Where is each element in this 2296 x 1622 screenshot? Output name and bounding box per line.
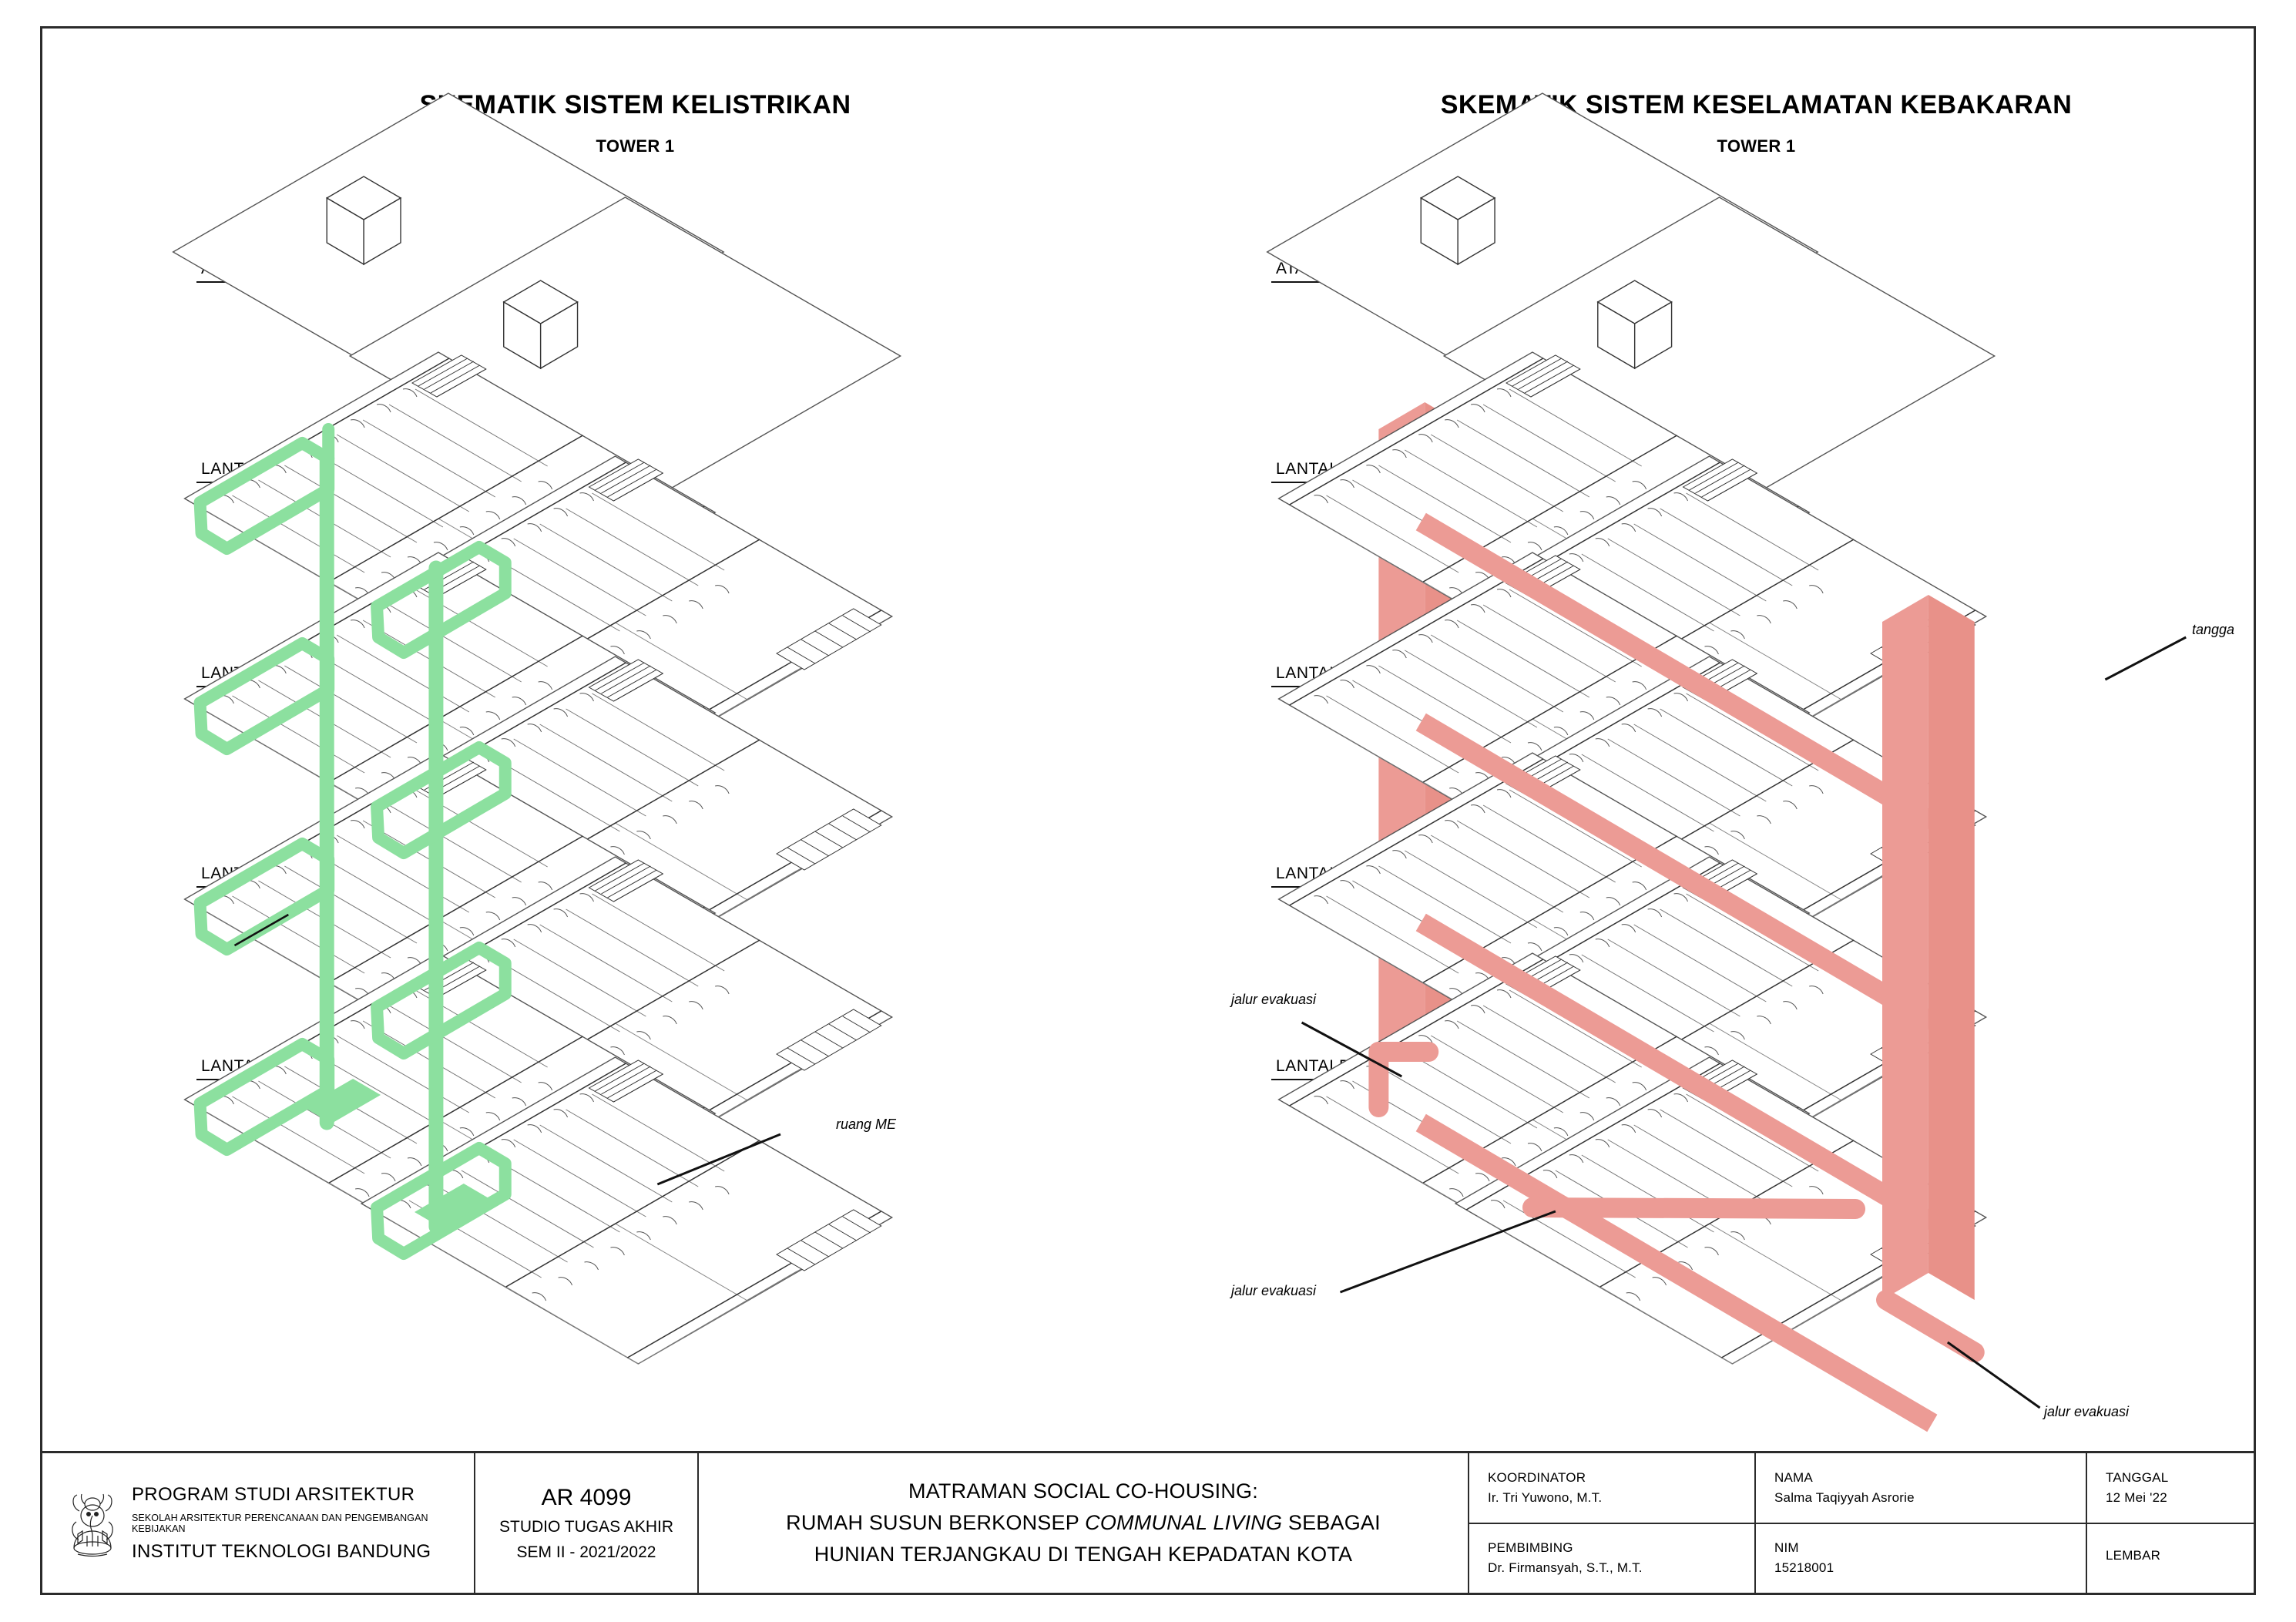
koordinator-cell: KOORDINATOR Ir. Tri Yuwono, M.T. bbox=[1469, 1453, 1754, 1523]
drawing-area: SKEMATIK SISTEM KELISTRIKAN TOWER 1 ATAP… bbox=[42, 29, 2254, 1456]
nama-value: Salma Taqiyyah Asrorie bbox=[1774, 1489, 1915, 1505]
course-semester: SEM II - 2021/2022 bbox=[516, 1543, 656, 1561]
annotation-jalur-evakuasi-right: jalur evakuasi bbox=[2044, 1404, 2130, 1419]
isometric-diagram-electrical bbox=[172, 92, 901, 1365]
pembimbing-value: Dr. Firmansyah, S.T., M.T. bbox=[1488, 1560, 1643, 1576]
institution-text: PROGRAM STUDI ARSITEKTUR SEKOLAH ARSITEK… bbox=[132, 1484, 474, 1563]
people-row-top: KOORDINATOR Ir. Tri Yuwono, M.T. NAMA Sa… bbox=[1469, 1453, 2254, 1523]
lembar-label: LEMBAR bbox=[2106, 1548, 2161, 1563]
branch-3-right bbox=[371, 741, 512, 859]
panel-title-electrical: SKEMATIK SISTEM KELISTRIKAN bbox=[419, 90, 851, 119]
project-title-line-2: RUMAH SUSUN BERKONSEP COMMUNAL LIVING SE… bbox=[786, 1511, 1381, 1535]
leader-jalur-evakuasi-left bbox=[1339, 1210, 1556, 1294]
branch-2-right bbox=[371, 942, 512, 1060]
branch-4-right bbox=[371, 541, 512, 659]
evacuation-ground-spurs bbox=[1368, 1042, 1985, 1362]
branch-2-left bbox=[193, 838, 335, 955]
koordinator-value: Ir. Tri Yuwono, M.T. bbox=[1488, 1489, 1603, 1505]
branch-4-left bbox=[193, 437, 335, 555]
spur-lower-horizontal bbox=[1522, 1197, 1866, 1219]
spur-right-exit bbox=[1876, 1290, 1985, 1362]
nim-label: NIM bbox=[1774, 1540, 1799, 1556]
course-code: AR 4099 bbox=[541, 1484, 632, 1510]
corridor-floor-2 bbox=[1415, 913, 1938, 1232]
annotation-tangga: tangga bbox=[2192, 622, 2235, 637]
branch-3-left bbox=[193, 637, 335, 755]
panel-electrical-schematic: SKEMATIK SISTEM KELISTRIKAN TOWER 1 ATAP… bbox=[42, 29, 1148, 1456]
project-title-line-1: MATRAMAN SOCIAL CO-HOUSING: bbox=[908, 1479, 1258, 1503]
isometric-diagram-fire bbox=[1266, 92, 2187, 1432]
annotation-jalur-evakuasi-left: jalur evakuasi bbox=[1231, 1283, 1317, 1298]
nim-value: 15218001 bbox=[1774, 1560, 1834, 1576]
lembar-cell: LEMBAR bbox=[2086, 1523, 2254, 1593]
panel-fire-safety-schematic: SKEMATIK SISTEM KESELAMATAN KEBAKARAN TO… bbox=[1148, 29, 2254, 1456]
itb-ganesha-logo bbox=[72, 1493, 113, 1557]
me-room-patch bbox=[304, 1079, 492, 1228]
branch-ground-left bbox=[193, 1038, 335, 1156]
leader-jalur-evakuasi-upper bbox=[1301, 1021, 1403, 1078]
title-block-project-title: MATRAMAN SOCIAL CO-HOUSING: RUMAH SUSUN … bbox=[697, 1453, 1468, 1593]
leader-ruang-me bbox=[656, 1133, 781, 1186]
institution-school: SEKOLAH ARSITEKTUR PERENCANAAN DAN PENGE… bbox=[132, 1512, 428, 1534]
people-row-bottom: PEMBIMBING Dr. Firmansyah, S.T., M.T. NI… bbox=[1469, 1522, 2254, 1593]
branch-ground-right bbox=[371, 1142, 512, 1260]
electrical-distribution-network bbox=[193, 423, 512, 1260]
project-line2-a: RUMAH SUSUN BERKONSEP bbox=[786, 1511, 1086, 1534]
corridor-floor-4 bbox=[1415, 512, 1938, 831]
panel-subtitle-electrical: TOWER 1 bbox=[596, 136, 675, 156]
institution-program: PROGRAM STUDI ARSITEKTUR bbox=[132, 1483, 415, 1505]
corridor-floor-3 bbox=[1415, 713, 1938, 1032]
title-block-institution: PROGRAM STUDI ARSITEKTUR SEKOLAH ARSITEK… bbox=[42, 1453, 474, 1593]
nama-label: NAMA bbox=[1774, 1469, 1813, 1485]
title-block: PROGRAM STUDI ARSITEKTUR SEKOLAH ARSITEK… bbox=[42, 1451, 2254, 1593]
pembimbing-cell: PEMBIMBING Dr. Firmansyah, S.T., M.T. bbox=[1469, 1524, 1754, 1593]
tanggal-label: TANGGAL bbox=[2106, 1469, 2169, 1485]
drawing-sheet: SKEMATIK SISTEM KELISTRIKAN TOWER 1 ATAP… bbox=[40, 26, 2256, 1595]
nama-cell: NAMA Salma Taqiyyah Asrorie bbox=[1754, 1453, 2086, 1523]
tanggal-value: 12 Mei '22 bbox=[2106, 1489, 2167, 1505]
panel-subtitle-fire: TOWER 1 bbox=[1717, 136, 1796, 156]
leader-tangga bbox=[2104, 636, 2187, 681]
leader-jalur-evakuasi-right bbox=[1946, 1341, 2041, 1409]
project-title-line-3: HUNIAN TERJANGKAU DI TENGAH KEPADATAN KO… bbox=[814, 1543, 1353, 1566]
annotation-jalur-evakuasi-upper: jalur evakuasi bbox=[1231, 992, 1317, 1007]
section-tick bbox=[233, 913, 289, 947]
corridor-ground bbox=[1415, 1113, 1938, 1432]
nim-cell: NIM 15218001 bbox=[1754, 1523, 2086, 1593]
pembimbing-label: PEMBIMBING bbox=[1488, 1540, 1573, 1556]
course-name: STUDIO TUGAS AKHIR bbox=[499, 1517, 673, 1536]
project-line2-emphasis: COMMUNAL LIVING bbox=[1085, 1511, 1283, 1534]
tanggal-cell: TANGGAL 12 Mei '22 bbox=[2086, 1453, 2254, 1523]
evacuation-corridors bbox=[1415, 512, 1938, 1432]
title-block-course: AR 4099 STUDIO TUGAS AKHIR SEM II - 2021… bbox=[474, 1453, 697, 1593]
institution-name: INSTITUT TEKNOLOGI BANDUNG bbox=[132, 1540, 431, 1562]
annotation-ruang-me: ruang ME bbox=[836, 1117, 897, 1132]
stair-core-right bbox=[1882, 595, 1975, 1300]
title-block-people: KOORDINATOR Ir. Tri Yuwono, M.T. NAMA Sa… bbox=[1468, 1453, 2254, 1593]
project-line2-b: SEBAGAI bbox=[1282, 1511, 1381, 1534]
koordinator-label: KOORDINATOR bbox=[1488, 1469, 1586, 1485]
